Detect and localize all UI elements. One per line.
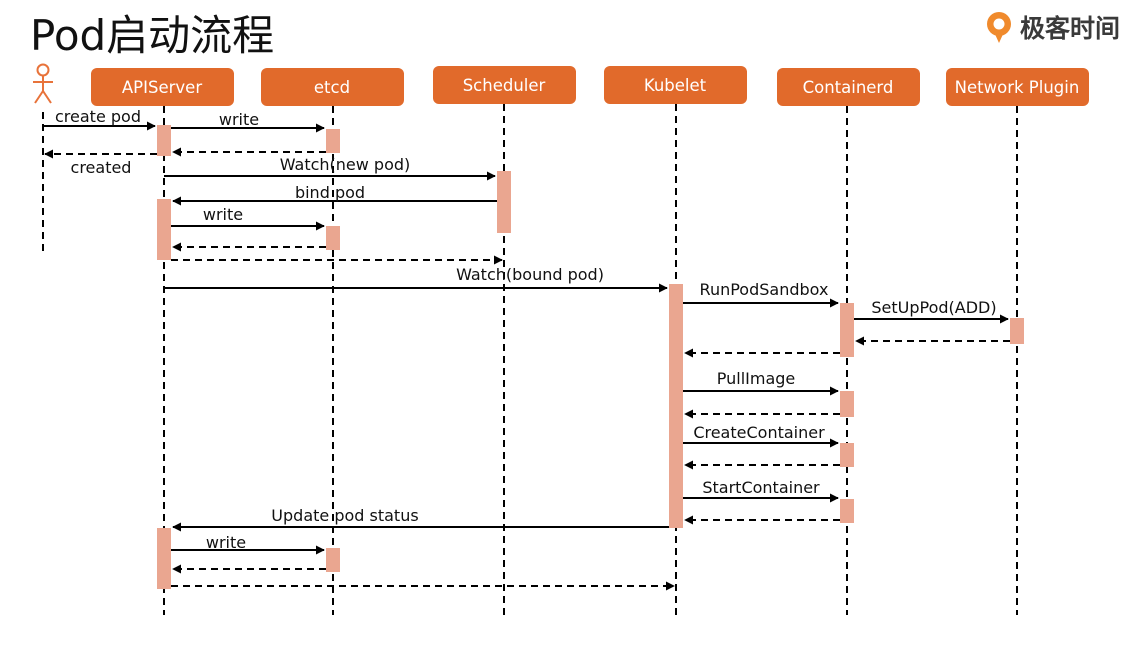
message-label: write [203, 205, 243, 224]
message-label: Watch(new pod) [280, 155, 411, 174]
page-title: Pod启动流程 [30, 11, 275, 60]
participant-label: Network Plugin [955, 78, 1080, 97]
activation-network [1010, 318, 1024, 344]
geekbang-logo-icon [987, 12, 1011, 43]
message-label: bind pod [295, 183, 365, 202]
participant-label: Scheduler [463, 76, 546, 95]
activation-etcd [326, 129, 340, 153]
activation-containerd [840, 443, 854, 467]
messages [43, 121, 1010, 591]
message-label: PullImage [717, 369, 796, 388]
message-label: create pod [55, 107, 141, 126]
participant-label: APIServer [122, 78, 202, 97]
activation-apiserver [157, 125, 171, 156]
message-label: created [71, 158, 132, 177]
activation-kubelet [669, 284, 683, 528]
participant-scheduler: Scheduler [433, 66, 576, 104]
participant-label: etcd [314, 78, 350, 97]
message-labels: create pod write created Watch(new pod) … [55, 107, 997, 552]
participant-etcd: etcd [261, 68, 404, 106]
message-label: write [206, 533, 246, 552]
message-label: write [219, 110, 259, 129]
message-label: StartContainer [702, 478, 820, 497]
message-label: RunPodSandbox [700, 280, 829, 299]
participant-network-plugin: Network Plugin [946, 68, 1089, 106]
activation-scheduler [497, 171, 511, 233]
brand-logo: 极客时间 [984, 9, 1120, 45]
activation-bars [157, 125, 1024, 589]
message-label: Watch(bound pod) [456, 265, 604, 284]
participant-label: Containerd [803, 78, 894, 97]
message-label: Update pod status [271, 506, 418, 525]
message-label: CreateContainer [693, 423, 825, 442]
message-label: SetUpPod(ADD) [871, 298, 996, 317]
activation-containerd [840, 391, 854, 417]
activation-containerd [840, 303, 854, 357]
participant-apiserver: APIServer [91, 68, 234, 106]
actor-user-icon [33, 63, 53, 104]
participants: APIServer etcd Scheduler Kubelet Contain… [91, 66, 1089, 106]
activation-apiserver [157, 199, 171, 260]
activation-etcd [326, 548, 340, 572]
lifelines [42, 104, 1018, 615]
participant-kubelet: Kubelet [604, 66, 747, 104]
activation-containerd [840, 499, 854, 523]
activation-apiserver [157, 528, 171, 589]
activation-etcd [326, 226, 340, 250]
participant-label: Kubelet [644, 76, 707, 95]
brand-text: 极客时间 [1020, 14, 1121, 43]
participant-containerd: Containerd [777, 68, 920, 106]
